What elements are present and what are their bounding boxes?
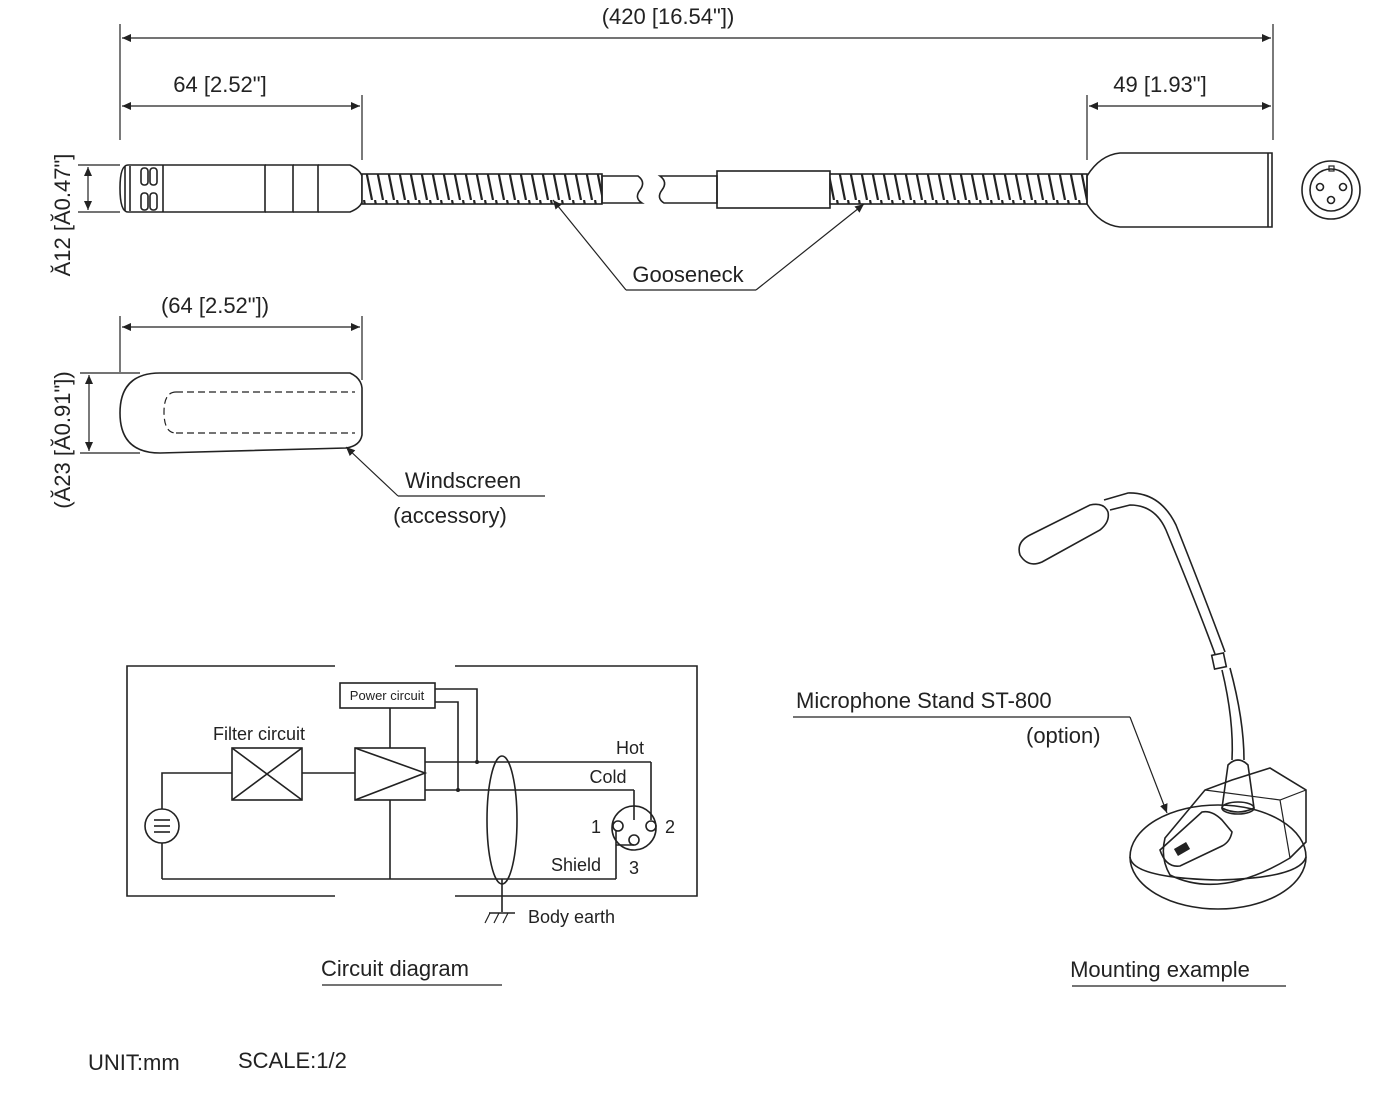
windscreen (119, 372, 363, 454)
connector-length-dimension: 49 [1.93"] (1086, 72, 1271, 160)
windscreen-length-dimension: (64 [2.52"]) (119, 293, 363, 380)
mounting-example-illustration (1018, 492, 1307, 910)
windscreen-length-label: (64 [2.52"]) (161, 293, 269, 318)
head-length-dimension: 64 [2.52"] (122, 72, 363, 160)
cold-label: Cold (589, 767, 626, 787)
scale-label: SCALE:1/2 (238, 1048, 347, 1073)
connector-length-label: 49 [1.93"] (1113, 72, 1206, 97)
stand-label: Microphone Stand ST-800 (796, 688, 1052, 713)
circuit-diagram-title: Circuit diagram (321, 956, 469, 981)
unit-label: UNIT:mm (88, 1050, 180, 1075)
body-earth-label: Body earth (528, 907, 615, 927)
ground-symbol (484, 912, 515, 924)
microphone-head (119, 164, 363, 213)
xlr-end-view (1301, 160, 1361, 220)
gooseneck-tube-1 (601, 175, 645, 204)
stand-callout: Microphone Stand ST-800 (option) (793, 688, 1168, 814)
cable-shield-symbol (486, 755, 518, 885)
circuit-diagram-caption: Circuit diagram (321, 956, 502, 986)
head-diameter-label: Ă12 [Ă0.47"] (50, 154, 75, 277)
filter-circuit-block (231, 747, 303, 801)
head-vents (140, 167, 158, 211)
pin-2-label: 2 (665, 817, 675, 837)
stand-note: (option) (1026, 723, 1101, 748)
overall-dimension: (420 [16.54"]) (119, 4, 1274, 140)
head-diameter-dimension: Ă12 [Ă0.47"] (50, 154, 120, 277)
amplifier-block (354, 747, 428, 801)
xlr-connector-body (1086, 152, 1273, 228)
mounting-example-title: Mounting example (1070, 957, 1250, 982)
filter-circuit-label: Filter circuit (213, 724, 305, 744)
gooseneck-callout: Gooseneck (552, 199, 865, 291)
circuit-diagram: Filter circuit Power circuit (126, 665, 698, 927)
windscreen-note: (accessory) (393, 503, 507, 528)
capsule-symbol (144, 808, 180, 844)
power-circuit-label: Power circuit (350, 688, 425, 703)
windscreen-label: Windscreen (405, 468, 521, 493)
head-length-label: 64 [2.52"] (173, 72, 266, 97)
pin-1-label: 1 (591, 817, 601, 837)
hot-label: Hot (616, 738, 644, 758)
windscreen-diameter-label: (Ă23 [Ă0.91"]) (50, 371, 75, 508)
gooseneck-label: Gooseneck (632, 262, 744, 287)
windscreen-diameter-dimension: (Ă23 [Ă0.91"]) (50, 371, 140, 509)
power-circuit-block (339, 682, 436, 709)
pin-3-label: 3 (629, 858, 639, 878)
shield-label: Shield (551, 855, 601, 875)
windscreen-callout: Windscreen (accessory) (345, 446, 545, 528)
gooseneck-section-1 (361, 173, 603, 205)
gooseneck-section-2 (829, 173, 1088, 205)
mounting-example-caption: Mounting example (1070, 957, 1286, 987)
overall-dimension-label: (420 [16.54"]) (602, 4, 735, 29)
gooseneck-tube-2 (657, 170, 831, 209)
